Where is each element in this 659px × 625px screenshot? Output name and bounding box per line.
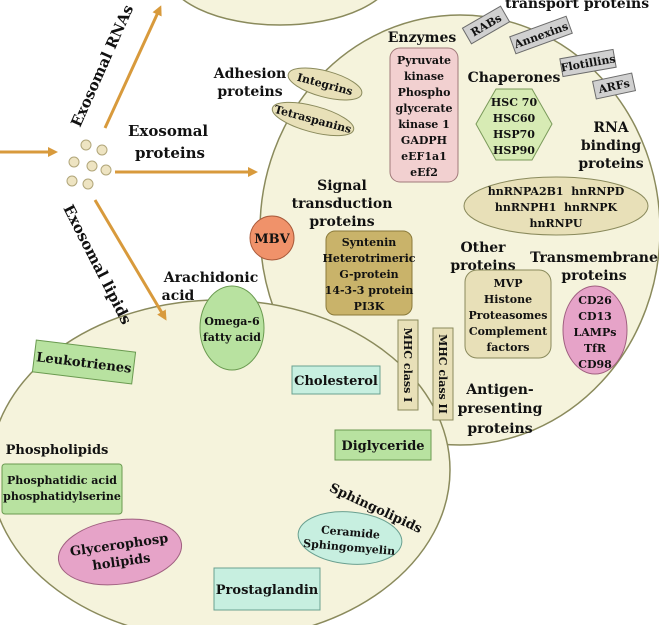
- other-item: Complement: [469, 325, 548, 338]
- cholesterol-label: Cholesterol: [294, 374, 378, 389]
- omega-line: fatty acid: [203, 331, 261, 344]
- arachidonic-title-2: acid: [162, 288, 195, 304]
- antigen-title-3: proteins: [467, 421, 532, 437]
- omega-oval: [199, 285, 265, 371]
- diglyceride-label: Diglyceride: [341, 439, 424, 454]
- exosome-dot: [68, 156, 80, 168]
- signal-box: [325, 230, 413, 316]
- rna-binding-item: hnRNPU: [529, 217, 582, 230]
- transmembrane-item: CD26: [578, 294, 612, 307]
- enzyme-item: Phospho: [398, 86, 451, 99]
- prostaglandin-box: [213, 567, 321, 611]
- exosomal-proteins-label-1: Exosomal: [128, 122, 208, 140]
- svg-text:Ceramide: Ceramide: [320, 523, 380, 541]
- signal-item: Syntenin: [342, 236, 397, 249]
- exosomal-rnas-label: Exosomal RNAs: [67, 2, 137, 130]
- enzyme-item: eEF1a1: [401, 150, 447, 163]
- antigen-title-1: Antigen-: [465, 382, 534, 398]
- adhesion-title-2: proteins: [217, 84, 282, 100]
- rna-binding-title-1: RNA: [593, 120, 629, 136]
- chaperone-item: HSP70: [493, 128, 535, 141]
- exosome-dot: [96, 144, 108, 156]
- signal-title-1: Signal: [317, 178, 367, 194]
- cholesterol-box: [291, 365, 381, 395]
- enzyme-item: kinase: [404, 70, 444, 83]
- transmembrane-item: LAMPs: [574, 326, 617, 339]
- exosomal-lipids-label: Exosomal lipids: [59, 202, 135, 328]
- flotillins-box: Flotillins: [559, 48, 617, 78]
- other-item: Proteasomes: [469, 309, 548, 322]
- exosome-dots: [66, 139, 112, 190]
- glycero-oval: Glycerophosp holipids: [57, 518, 183, 586]
- other-title-1: Other: [460, 240, 506, 256]
- transmembrane-item: CD13: [578, 310, 612, 323]
- enzyme-item: glycerate: [396, 102, 453, 115]
- other-item: factors: [487, 341, 530, 354]
- mbv-label: MBV: [254, 232, 290, 247]
- transmembrane-oval: [562, 285, 628, 375]
- enzyme-item: eEf2: [410, 166, 438, 179]
- phospholipid-item: Phosphatidic acid: [7, 474, 117, 487]
- rna-arrow: [103, 5, 162, 129]
- other-box: [464, 269, 552, 359]
- enzyme-item: GADPH: [401, 134, 447, 147]
- chaperone-item: HSP90: [493, 144, 535, 157]
- phospholipid-item: phosphatidylserine: [3, 490, 121, 503]
- signal-item: Heterotrimeric: [323, 252, 416, 265]
- exosome-dot: [86, 160, 98, 172]
- enzymes-box: [389, 47, 459, 183]
- transmembrane-title-2: proteins: [561, 268, 626, 284]
- other-item: MVP: [494, 277, 523, 290]
- transport-proteins-label: transport proteins: [505, 0, 649, 12]
- mhc-class-1-box: [397, 319, 419, 411]
- transmembrane-title-1: Transmembrane: [530, 250, 658, 266]
- transmembrane-item: CD98: [578, 358, 612, 371]
- rna-cell: [182, 0, 378, 26]
- exosome-dot: [66, 175, 78, 187]
- rna-binding-item: hnRNPH1 hnRNPK: [495, 201, 618, 214]
- arachidonic-title-1: Arachidonic: [163, 270, 258, 286]
- exosomal-proteins-label-2: proteins: [135, 144, 205, 162]
- mhc-class-1-label: MHC class I: [401, 328, 414, 403]
- phospholipids-title: Phospholipids: [6, 443, 109, 458]
- chaperone-item: HSC60: [493, 112, 536, 125]
- exosome-dot: [80, 139, 92, 151]
- lipid-arrow: [93, 199, 167, 321]
- leukotrienes-box: Leukotrienes: [31, 339, 137, 385]
- rna-binding-title-2: binding: [581, 138, 642, 154]
- other-item: Histone: [484, 293, 532, 306]
- enzymes-title: Enzymes: [388, 30, 457, 46]
- exosome-dot: [82, 178, 94, 190]
- rabs-box: RABs: [461, 5, 511, 45]
- adhesion-title-1: Adhesion: [213, 66, 286, 82]
- enzyme-item: kinase 1: [398, 118, 450, 131]
- diglyceride-box: [334, 429, 432, 461]
- phospholipids-box: [1, 463, 123, 515]
- prostaglandin-label: Prostaglandin: [216, 583, 319, 598]
- chaperones-hexagon: [475, 88, 553, 161]
- enzymes-list: Pyruvate kinase Phospho glycerate kinase…: [396, 54, 453, 179]
- transmembrane-item: TfR: [584, 342, 607, 355]
- sphingo-oval: Ceramide Sphingomyelin: [297, 511, 403, 565]
- exosome-dot: [100, 164, 112, 176]
- signal-item: G-protein: [339, 268, 398, 281]
- rna-binding-title-3: proteins: [578, 156, 643, 172]
- mhc-class-2-box: [432, 327, 454, 421]
- mbv-circle: [249, 215, 295, 261]
- chaperones-title: Chaperones: [468, 70, 561, 86]
- arfs-box: ARFs: [591, 72, 637, 100]
- omega-line: Omega-6: [204, 315, 260, 328]
- signal-title-3: proteins: [309, 214, 374, 230]
- antigen-title-2: presenting: [458, 401, 543, 417]
- enzyme-item: Pyruvate: [397, 54, 451, 67]
- chaperone-item: HSC 70: [491, 96, 538, 109]
- rna-binding-item: hnRNPA2B1 hnRNPD: [488, 185, 625, 198]
- signal-title-2: transduction: [292, 196, 393, 212]
- signal-item: 14-3-3 protein: [325, 284, 414, 297]
- mhc-class-2-label: MHC class II: [436, 334, 449, 414]
- rna-binding-oval: [463, 176, 649, 236]
- signal-item: PI3K: [354, 300, 385, 313]
